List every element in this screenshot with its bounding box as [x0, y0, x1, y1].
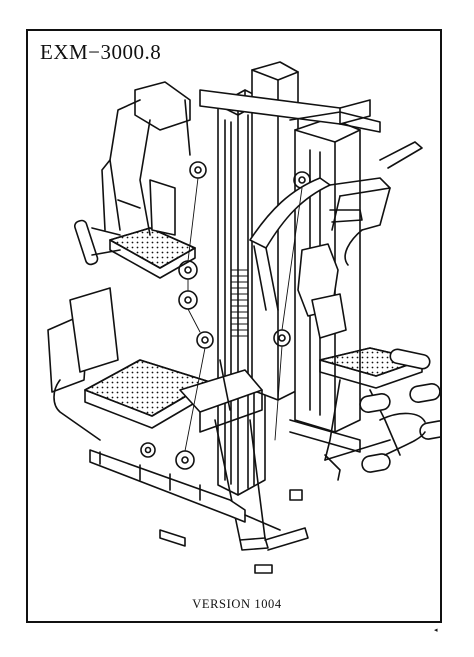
top-beam: [200, 90, 380, 132]
leg-extension: [320, 348, 440, 473]
press-arm-station: [73, 82, 190, 266]
leg-press-seat: [48, 288, 210, 440]
model-title: EXM−3000.8: [40, 40, 162, 64]
leg-press-lever: [180, 360, 268, 550]
press-handles: [250, 142, 422, 310]
right-seat: [298, 244, 346, 338]
page-border: [26, 29, 442, 623]
page-mark: ◂: [434, 626, 438, 634]
upper-seat: [110, 180, 195, 278]
base-frame: [90, 420, 360, 573]
version-label: VERSION 1004: [192, 597, 282, 611]
home-gym-illustration: [40, 60, 440, 590]
cables: [185, 178, 302, 451]
